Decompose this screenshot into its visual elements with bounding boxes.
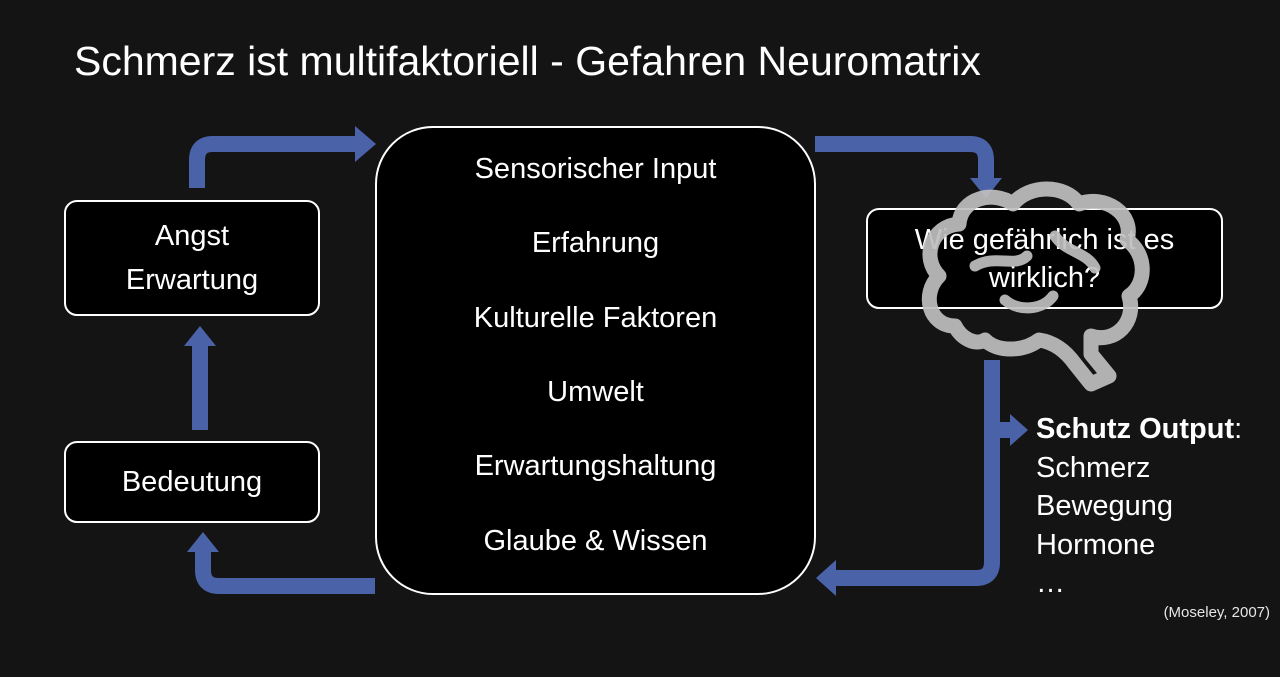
output-item: Bewegung (1036, 490, 1174, 522)
output-item: Hormone (1036, 528, 1156, 561)
question-line-2: wirklich? (988, 261, 1101, 294)
arrowhead-output-branch (1010, 414, 1028, 446)
arrowhead-factors-to-question (970, 178, 1002, 198)
box-angst-line-2: Erwartung (125, 264, 259, 296)
factor-item: Umwelt (547, 375, 644, 408)
output-heading-line: Schutz Output: (1036, 410, 1242, 449)
arrow-angst-to-factors (189, 136, 355, 188)
output-item: … (1036, 567, 1065, 599)
output-heading: Schutz Output (1036, 413, 1235, 445)
citation: (Moseley, 2007) (1163, 604, 1270, 621)
slide-title: Schmerz ist multifaktoriell - Gefahren N… (74, 38, 981, 84)
arrowhead-output-to-factors (816, 560, 836, 596)
factor-item: Erfahrung (531, 227, 660, 260)
arrowhead-bedeutung-to-angst (184, 326, 216, 346)
factor-item: Sensorischer Input (474, 153, 717, 185)
arrow-output-to-factors (836, 360, 1000, 586)
arrow-factors-to-bedeutung (195, 552, 375, 594)
factor-item: Kulturelle Faktoren (473, 301, 718, 334)
box-factors: Sensorischer Input Erfahrung Kulturelle … (375, 126, 816, 595)
box-angst-erwartung: Angst Erwartung (64, 200, 320, 316)
factor-item: Glaube & Wissen (483, 524, 708, 557)
output-heading-colon: : (1234, 413, 1243, 445)
factor-item: Erwartungshaltung (474, 450, 717, 483)
arrowhead-factors-to-bedeutung (187, 532, 219, 552)
arrowhead-angst-to-factors (355, 126, 376, 162)
box-bedeutung: Bedeutung (64, 441, 320, 523)
arrow-factors-to-question (815, 136, 994, 178)
question-line-1: Wie gefährlich ist es (914, 223, 1175, 256)
box-bedeutung-label: Bedeutung (121, 466, 263, 498)
output-item: Schmerz (1036, 451, 1151, 484)
output-block: Schutz Output: Schmerz Bewegung Hormone … (1036, 410, 1242, 603)
box-angst-line-1: Angst (154, 220, 230, 252)
box-question: Wie gefährlich ist es wirklich? (866, 208, 1223, 309)
